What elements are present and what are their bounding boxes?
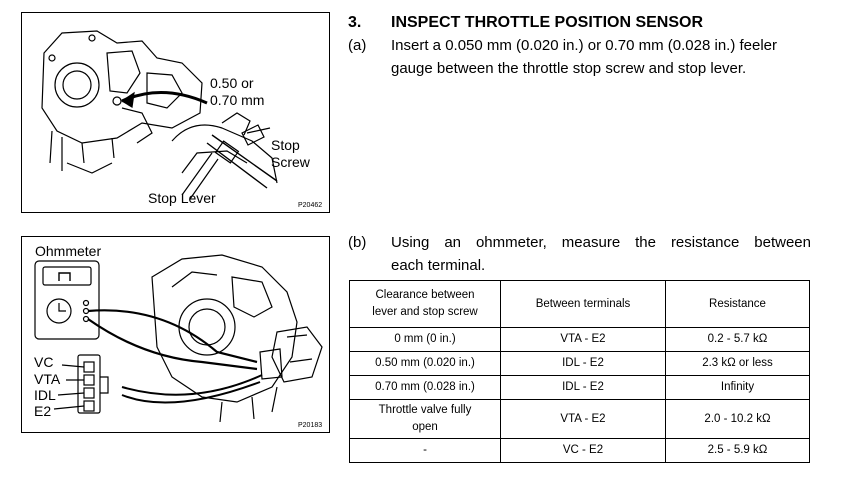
cell-resistance: 2.3 kΩ or less xyxy=(665,351,810,376)
ohmmeter-wiring-illustration xyxy=(34,254,323,423)
ohmmeter-label: Ohmmeter xyxy=(35,243,102,259)
stop-screw-label-1: Stop xyxy=(271,137,300,153)
cell-clearance: Throttle valve fully open xyxy=(349,399,501,439)
table-row: 0 mm (0 in.) VTA - E2 0.2 - 5.7 kΩ xyxy=(349,327,810,352)
cell-clearance: 0.50 mm (0.020 in.) xyxy=(349,351,501,376)
header-clearance-line-2: lever and stop screw xyxy=(372,306,478,318)
cell-clearance: 0.70 mm (0.028 in.) xyxy=(349,375,501,400)
resistance-table: Clearance between lever and stop screw B… xyxy=(349,280,810,463)
cell-terminals: IDL - E2 xyxy=(500,351,666,376)
header-clearance: Clearance between lever and stop screw xyxy=(349,280,501,328)
gauge-size-label-1: 0.50 or xyxy=(210,75,254,91)
figure-ohmmeter: Ohmmeter VC VTA IDL E2 P20183 xyxy=(21,236,330,433)
throttle-body-illustration xyxy=(41,30,278,200)
gauge-size-label-2: 0.70 mm xyxy=(210,92,265,108)
header-clearance-line-1: Clearance between xyxy=(375,289,475,301)
table-row: 0.70 mm (0.028 in.) IDL - E2 Infinity xyxy=(349,375,810,400)
figure-code: P20183 xyxy=(298,422,323,429)
table-row: - VC - E2 2.5 - 5.9 kΩ xyxy=(349,438,810,463)
para-b-line-1: Using an ohmmeter, measure the resistanc… xyxy=(391,234,811,251)
cell-terminals: VTA - E2 xyxy=(500,399,666,439)
header-resistance: Resistance xyxy=(665,280,810,328)
para-b-line-2: each terminal. xyxy=(391,257,486,274)
stop-screw-label-2: Screw xyxy=(271,154,310,170)
header-terminals: Between terminals xyxy=(500,280,666,328)
terminal-label-vc: VC xyxy=(34,354,54,370)
cell-clearance-line-1: Throttle valve fully xyxy=(378,404,472,416)
table-header-row: Clearance between lever and stop screw B… xyxy=(349,280,810,328)
cell-resistance: Infinity xyxy=(665,375,810,400)
step-number: 3. xyxy=(348,14,362,31)
cell-terminals: VC - E2 xyxy=(500,438,666,463)
terminal-label-e2: E2 xyxy=(34,403,52,419)
para-a-line-2: gauge between the throttle stop screw an… xyxy=(391,60,747,77)
table-row: 0.50 mm (0.020 in.) IDL - E2 2.3 kΩ or l… xyxy=(349,351,810,376)
cell-clearance: 0 mm (0 in.) xyxy=(349,327,501,352)
table-row: Throttle valve fully open VTA - E2 2.0 -… xyxy=(349,399,810,439)
cell-resistance: 2.5 - 5.9 kΩ xyxy=(665,438,810,463)
step-title: INSPECT THROTTLE POSITION SENSOR xyxy=(391,14,704,31)
para-a-mark: (a) xyxy=(348,37,367,54)
cell-resistance: 0.2 - 5.7 kΩ xyxy=(665,327,810,352)
para-b-mark: (b) xyxy=(348,234,367,251)
cell-terminals: VTA - E2 xyxy=(500,327,666,352)
figure-throttle-stop: 0.50 or 0.70 mm Stop Screw Stop Lever P2… xyxy=(21,12,330,213)
cell-terminals: IDL - E2 xyxy=(500,375,666,400)
cell-clearance-line-2: open xyxy=(412,421,438,433)
para-a-line-1: Insert a 0.050 mm (0.020 in.) or 0.70 mm… xyxy=(391,37,778,54)
cell-clearance: - xyxy=(349,438,501,463)
cell-resistance: 2.0 - 10.2 kΩ xyxy=(665,399,810,439)
terminal-label-idl: IDL xyxy=(34,387,56,403)
terminal-label-vta: VTA xyxy=(34,371,61,387)
stop-lever-label: Stop Lever xyxy=(148,190,216,206)
figure-code: P20462 xyxy=(298,202,323,209)
